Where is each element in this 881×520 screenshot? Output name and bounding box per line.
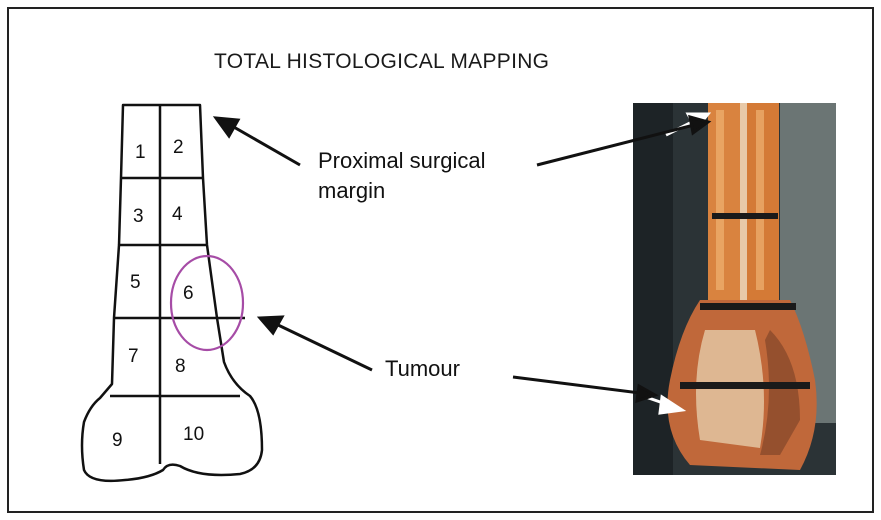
shaft-split	[740, 103, 747, 303]
cut-band-upper	[712, 213, 778, 219]
segment-label-2: 2	[173, 137, 184, 159]
cut-band-lower	[680, 382, 810, 389]
segment-label-5: 5	[130, 272, 141, 294]
segment-label-10: 10	[183, 424, 204, 446]
cut-band-middle	[700, 303, 796, 310]
tumour-label: Tumour	[385, 354, 460, 384]
proximal-margin-label-line1: Proximal surgical	[318, 146, 486, 176]
segment-label-9: 9	[112, 430, 123, 452]
photo-table-dark	[633, 103, 673, 475]
segment-label-8: 8	[175, 356, 186, 378]
segment-label-3: 3	[133, 206, 144, 228]
shaft-highlight-right	[756, 110, 764, 290]
segment-label-6: 6	[183, 283, 194, 305]
shaft-highlight-left	[716, 110, 724, 290]
specimen-photo	[633, 103, 836, 475]
segment-label-7: 7	[128, 346, 139, 368]
segment-label-1: 1	[135, 142, 146, 164]
diagram-title: TOTAL HISTOLOGICAL MAPPING	[214, 50, 549, 74]
proximal-margin-label-line2: margin	[318, 176, 486, 206]
proximal-margin-label: Proximal surgical margin	[318, 146, 486, 206]
segment-label-4: 4	[172, 204, 183, 226]
